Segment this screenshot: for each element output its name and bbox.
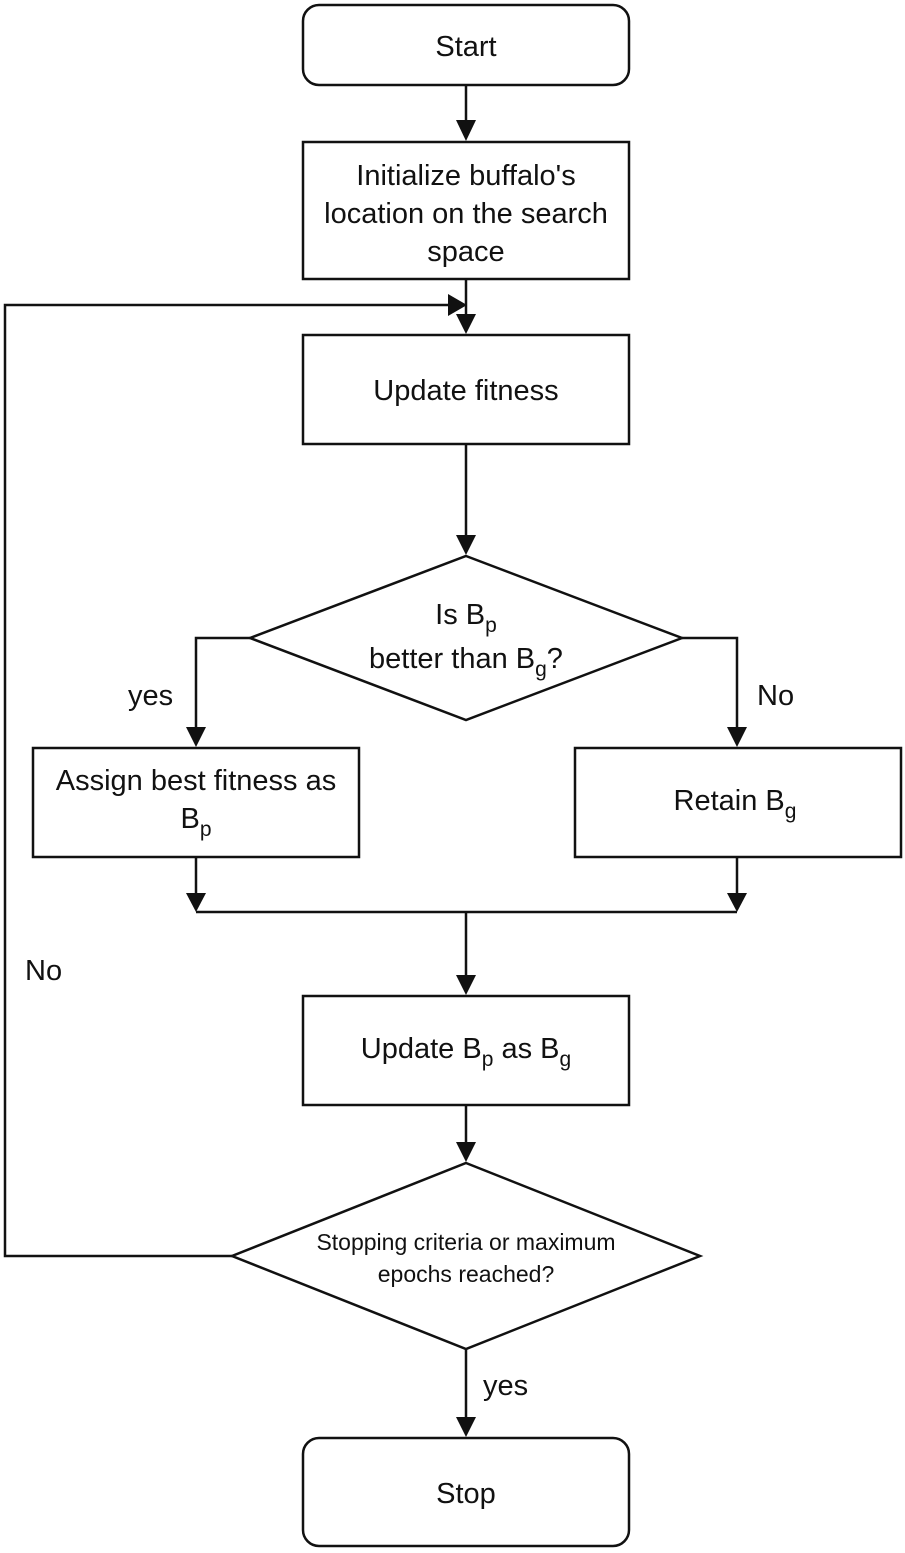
init-label-line1: Initialize buffalo's bbox=[356, 160, 575, 192]
update-bp-label: Update Bp as Bg bbox=[361, 1033, 571, 1071]
arrowhead-update-bp-decision2 bbox=[456, 1142, 476, 1162]
update-bp-label-s1: p bbox=[482, 1048, 494, 1071]
update-bp-label-p1: Update B bbox=[361, 1033, 482, 1065]
retain-label-text: Retain B bbox=[674, 785, 785, 817]
assign-label-line1: Assign best fitness as bbox=[56, 765, 336, 797]
arrowhead-init-update-fitness bbox=[456, 314, 476, 334]
arrowhead-decision2-stop bbox=[456, 1417, 476, 1437]
edge-decision-yes bbox=[194, 636, 250, 732]
arrowhead-assign-merge bbox=[186, 893, 206, 912]
edge-label-no-1: No bbox=[757, 680, 794, 712]
retain-label: Retain Bg bbox=[674, 785, 797, 823]
decision-stopping-line1: Stopping criteria or maximum bbox=[316, 1229, 615, 1255]
assign-label-line2: Bp bbox=[180, 803, 211, 841]
decision-stopping-node bbox=[228, 1161, 704, 1351]
decision-bp-better-node bbox=[246, 554, 686, 722]
decision-bp-line1-sub: p bbox=[485, 614, 497, 637]
update-fitness-label: Update fitness bbox=[373, 375, 558, 407]
edge-decision2-no-loop bbox=[3, 303, 455, 1258]
arrowhead-decision-no bbox=[727, 727, 747, 747]
assign-label-line2-sub: p bbox=[200, 818, 212, 841]
assign-label-line2-text: B bbox=[180, 803, 199, 835]
init-label-line2: location on the search bbox=[324, 198, 608, 230]
update-bp-label-s2: g bbox=[560, 1048, 572, 1071]
decision-bp-line2-suffix: ? bbox=[547, 643, 563, 675]
arrowhead-loop-horizontal bbox=[448, 294, 467, 316]
start-label: Start bbox=[435, 31, 496, 63]
arrowhead-update-fitness-decision bbox=[456, 535, 476, 555]
arrowhead-start-init bbox=[456, 120, 476, 141]
decision-bp-line2-sub: g bbox=[535, 658, 547, 681]
retain-label-sub: g bbox=[785, 800, 797, 823]
update-fitness-node bbox=[301, 333, 631, 446]
update-bp-label-p2: as B bbox=[493, 1033, 559, 1065]
arrowhead-merge-update-bp bbox=[456, 975, 476, 995]
arrowhead-decision-yes bbox=[186, 727, 206, 747]
assign-best-fitness-node bbox=[31, 746, 361, 859]
edge-label-no-2: No bbox=[25, 955, 62, 987]
decision-bp-line1-text: Is B bbox=[435, 599, 485, 631]
stop-label: Stop bbox=[436, 1478, 496, 1510]
init-node bbox=[301, 140, 631, 281]
update-bp-node bbox=[301, 994, 631, 1107]
edge-label-yes-1: yes bbox=[128, 680, 173, 712]
decision-bp-line1: Is Bp bbox=[435, 599, 497, 637]
init-label-line3: space bbox=[427, 236, 504, 268]
decision-bp-line2-text: better than B bbox=[369, 643, 535, 675]
arrowhead-retain-merge bbox=[727, 893, 747, 912]
decision-bp-line2: better than Bg? bbox=[369, 643, 563, 681]
decision-stopping-line2: epochs reached? bbox=[378, 1261, 554, 1287]
stop-node bbox=[301, 1436, 631, 1548]
edge-decision-no bbox=[682, 636, 739, 732]
edge-label-yes-2: yes bbox=[483, 1370, 528, 1402]
